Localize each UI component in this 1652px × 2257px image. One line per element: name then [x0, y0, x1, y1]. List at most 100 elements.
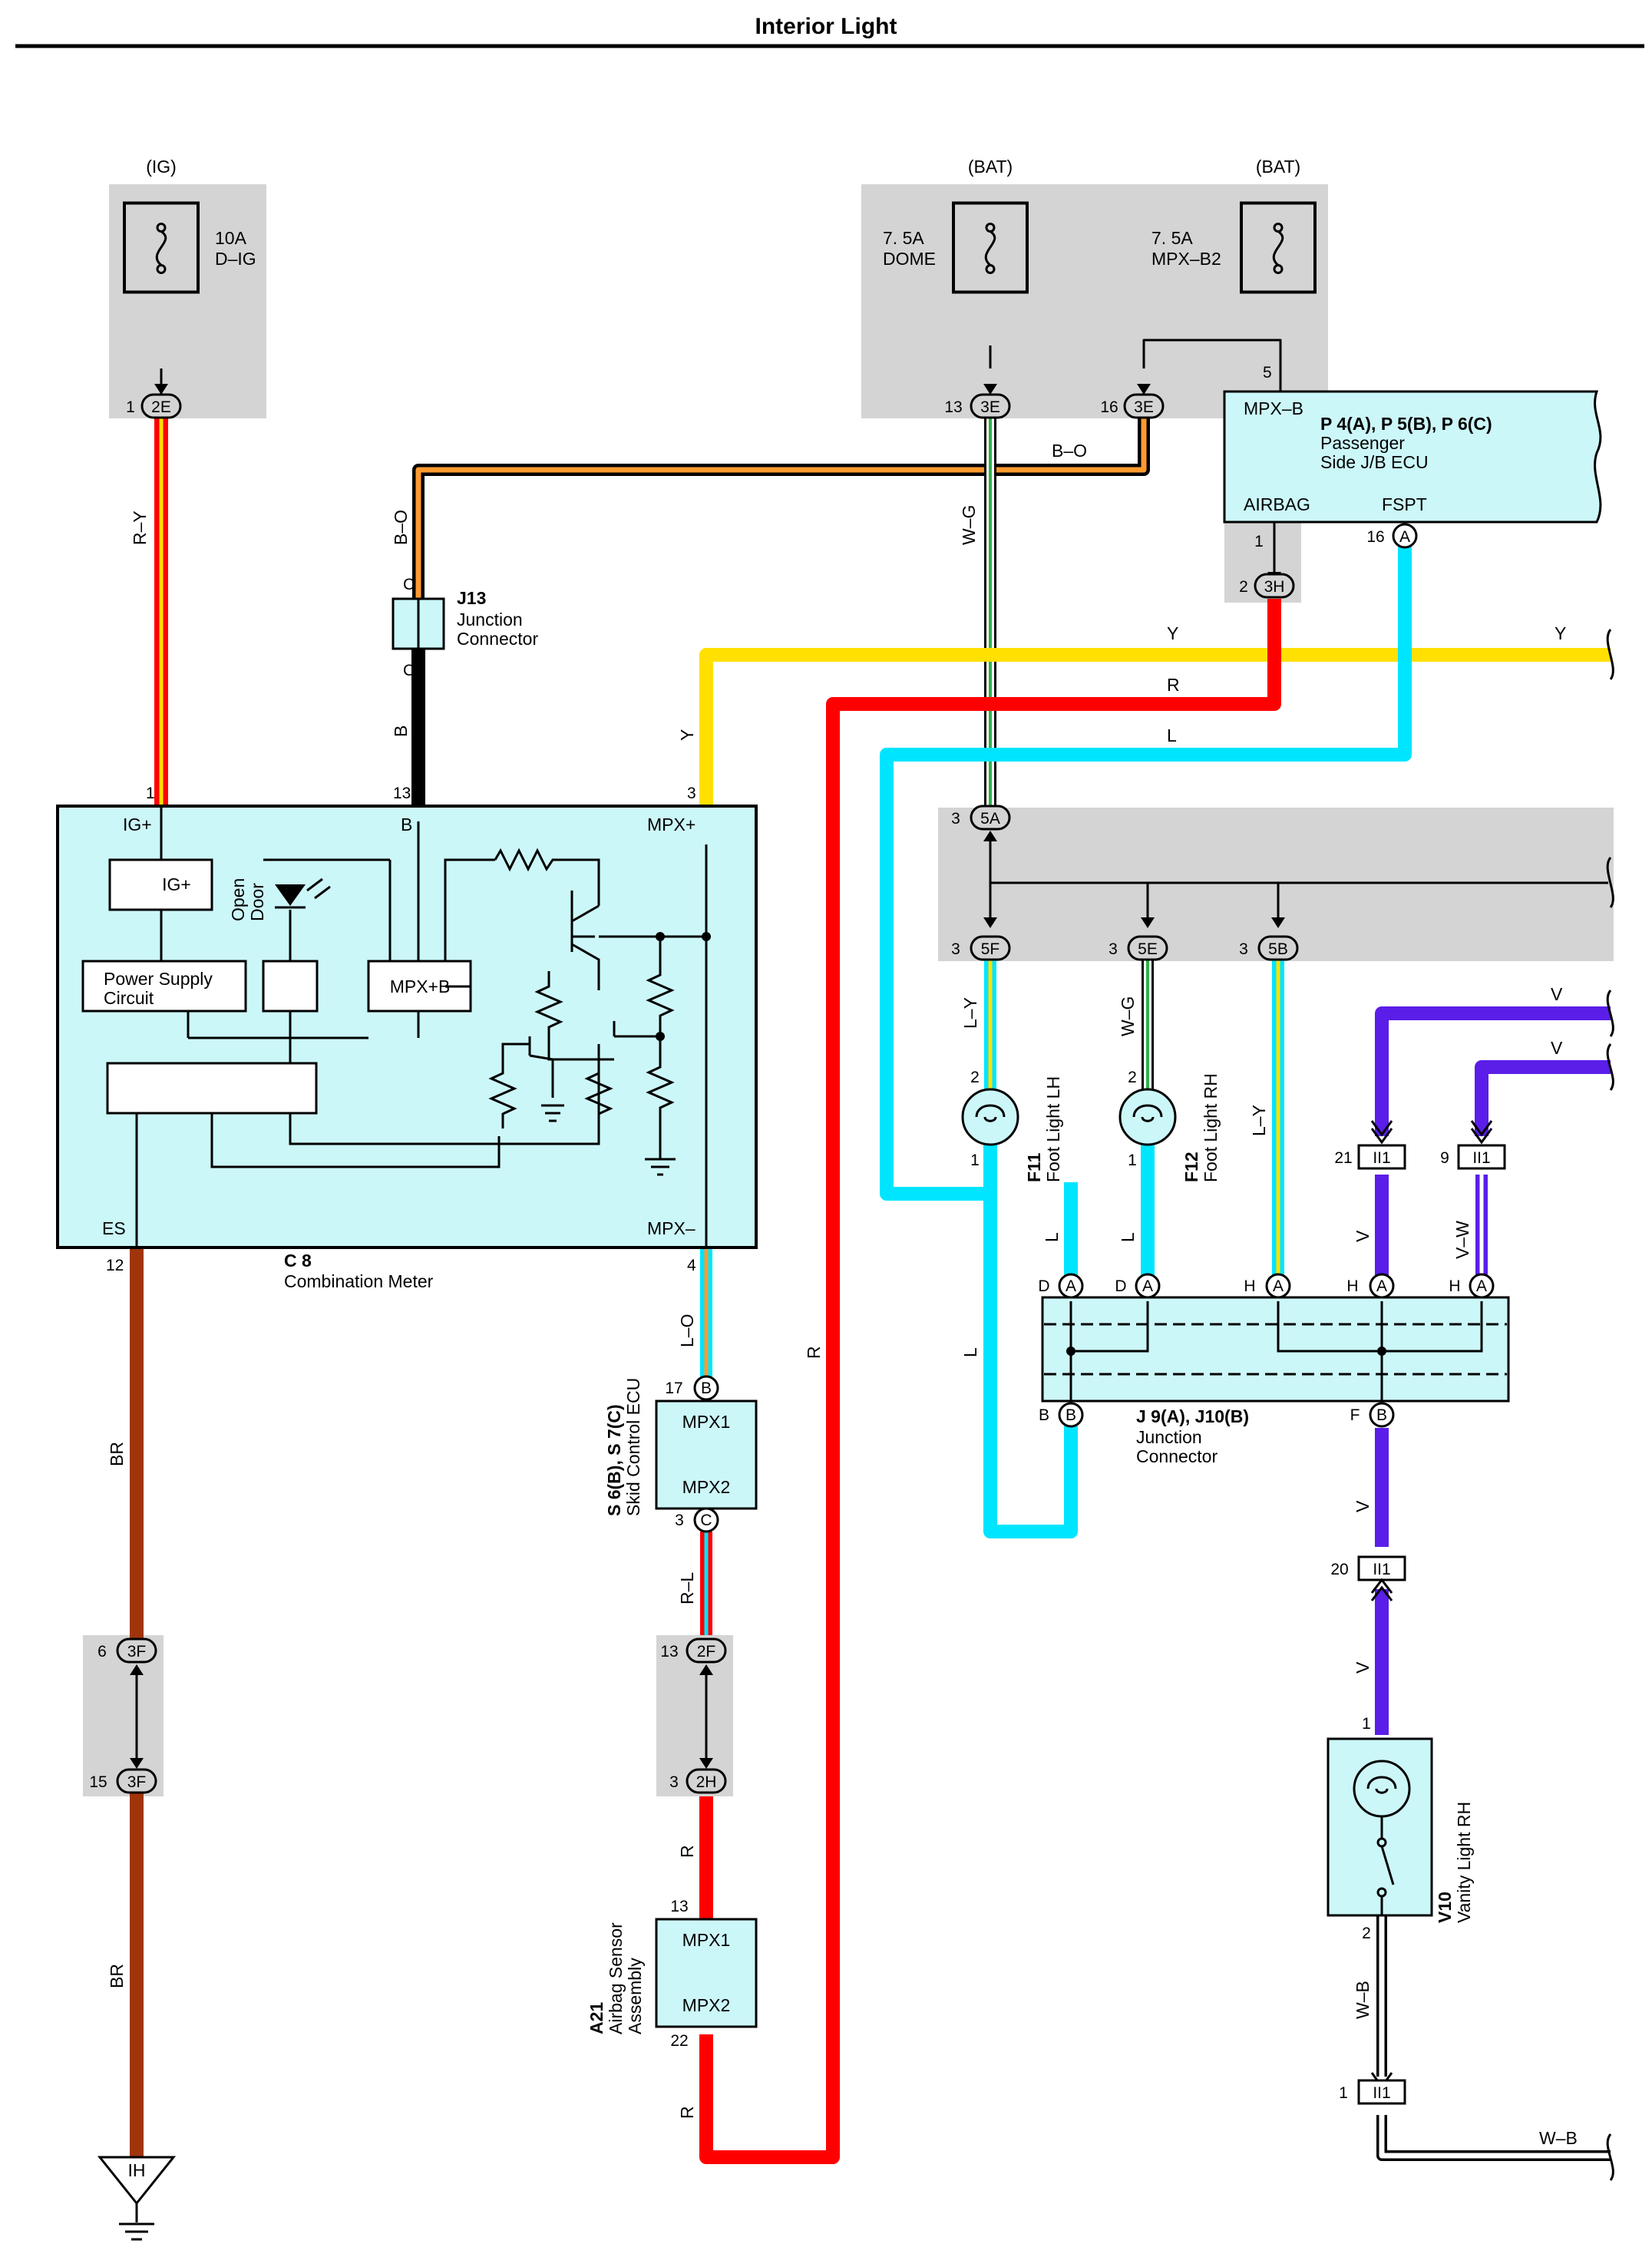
svg-text:V: V	[1551, 984, 1563, 1004]
svg-text:Circuit: Circuit	[104, 988, 154, 1008]
fuse-d-ig: (IG) 10A D–IG	[124, 157, 256, 292]
svg-text:2: 2	[970, 1069, 980, 1086]
svg-text:L: L	[1042, 1232, 1062, 1242]
j9-top-pin-0: A D	[1038, 1273, 1084, 1299]
svg-text:17: 17	[665, 1380, 682, 1397]
j9-top-pin-4: A H	[1449, 1273, 1495, 1299]
svg-text:B: B	[1066, 1406, 1076, 1424]
svg-text:21: 21	[1334, 1149, 1352, 1167]
svg-text:IH: IH	[128, 2160, 146, 2180]
svg-text:5: 5	[1263, 364, 1272, 382]
fuse-name: DOME	[883, 249, 936, 269]
connector-5b: 5B 3	[1239, 917, 1299, 961]
connector-ii1-20: II1 20	[1330, 1555, 1406, 1601]
svg-text:Connector: Connector	[457, 629, 538, 649]
svg-text:3: 3	[1239, 940, 1248, 958]
svg-text:L: L	[1118, 1232, 1138, 1242]
j9-top-pin-2: A H	[1244, 1273, 1291, 1299]
svg-text:W–G: W–G	[959, 505, 979, 545]
svg-text:MPX1: MPX1	[682, 1930, 731, 1950]
svg-text:3: 3	[669, 1773, 679, 1791]
svg-text:22: 22	[670, 2032, 688, 2050]
wire-continuations	[1606, 629, 1614, 2181]
j9-top-pin-3: A H	[1346, 1273, 1395, 1299]
conn-3f-area	[83, 1635, 164, 1796]
svg-text:4: 4	[687, 1257, 696, 1274]
svg-text:Door: Door	[247, 883, 267, 921]
svg-text:3: 3	[1108, 940, 1118, 958]
svg-text:12: 12	[106, 1257, 124, 1274]
connector-3h: 3H 2 1	[1239, 522, 1295, 599]
svg-text:P 4(A), P 5(B), P 6(C): P 4(A), P 5(B), P 6(C)	[1320, 414, 1492, 434]
airbag-sensor-assembly: 13 22 MPX1 MPX2 A21 Airbag Sensor Assemb…	[586, 1898, 758, 2050]
svg-text:1: 1	[126, 398, 135, 416]
svg-text:16: 16	[1366, 528, 1384, 546]
svg-text:R: R	[677, 2106, 697, 2119]
svg-text:W–G: W–G	[1118, 996, 1138, 1036]
svg-text:A: A	[1142, 1277, 1153, 1295]
svg-text:IG+: IG+	[162, 874, 191, 894]
svg-text:Y: Y	[1167, 623, 1178, 643]
svg-text:C 8: C 8	[284, 1251, 312, 1271]
svg-text:V: V	[1353, 1230, 1373, 1242]
connector-3e-13: 3E 13	[944, 384, 1011, 419]
svg-text:W–B: W–B	[1353, 1981, 1373, 2019]
j9-top-pin-1: A D	[1115, 1273, 1161, 1299]
connector-ii1-9: II1 9	[1440, 1120, 1506, 1170]
svg-text:V: V	[1353, 1500, 1373, 1512]
svg-text:3: 3	[675, 1512, 684, 1529]
svg-text:F11: F11	[1024, 1152, 1044, 1182]
svg-text:MPX+: MPX+	[647, 815, 695, 834]
j9-bottom-pin-0: B B	[1039, 1402, 1084, 1428]
svg-text:3: 3	[951, 940, 960, 958]
connector-ii1-1: II1 1	[1339, 2072, 1406, 2105]
svg-text:2E: 2E	[151, 398, 171, 416]
svg-text:IG+: IG+	[123, 815, 152, 834]
connectors: 2E 1 3E 13 3E 16 3H 2 1 A	[89, 384, 1418, 1794]
svg-text:Passenger: Passenger	[1320, 433, 1405, 453]
svg-text:R–L: R–L	[677, 1572, 697, 1604]
svg-text:6: 6	[97, 1643, 107, 1661]
connector-fspt-a: A 16	[1366, 523, 1418, 549]
ig-fuse-area	[109, 184, 266, 418]
svg-text:3: 3	[687, 785, 696, 802]
svg-text:II1: II1	[1373, 2084, 1390, 2102]
svg-text:13: 13	[660, 1643, 678, 1661]
svg-text:V10: V10	[1435, 1892, 1455, 1923]
svg-text:1: 1	[1362, 1715, 1371, 1733]
svg-text:AIRBAG: AIRBAG	[1244, 494, 1310, 514]
svg-text:15: 15	[89, 1773, 107, 1791]
svg-text:Y: Y	[677, 729, 697, 741]
svg-text:Power Supply: Power Supply	[104, 969, 213, 989]
fuse-source-label: (IG)	[146, 157, 177, 177]
svg-text:BR: BR	[107, 1442, 127, 1466]
svg-text:V: V	[1353, 1661, 1373, 1674]
svg-text:H: H	[1346, 1277, 1358, 1295]
svg-text:5A: 5A	[980, 810, 1000, 828]
wire-l-loop	[983, 1182, 1078, 1538]
svg-text:J 9(A), J10(B): J 9(A), J10(B)	[1136, 1406, 1249, 1426]
svg-text:1: 1	[1254, 533, 1264, 550]
svg-text:9: 9	[1440, 1149, 1449, 1167]
svg-text:FSPT: FSPT	[1382, 494, 1427, 514]
svg-text:A: A	[1376, 1277, 1387, 1295]
fuse-mpx-b2: (BAT) 7. 5A MPX–B2	[1151, 157, 1315, 292]
svg-text:V: V	[1551, 1038, 1563, 1058]
wires	[130, 339, 1611, 2164]
svg-text:MPX2: MPX2	[682, 1477, 731, 1497]
fuse-name: MPX–B2	[1151, 249, 1221, 269]
svg-text:F12: F12	[1181, 1152, 1201, 1182]
svg-text:Y: Y	[1555, 623, 1566, 643]
svg-text:Side J/B ECU: Side J/B ECU	[1320, 452, 1429, 472]
wire-labels: R–Y B–O B–O B W–G Y Y Y R L R L–O R–L R …	[107, 441, 1578, 2148]
svg-text:D: D	[1115, 1277, 1126, 1295]
wire-v-top1	[1375, 1006, 1611, 1136]
svg-text:1: 1	[1339, 2084, 1348, 2102]
j13-junction-connector: C C J13 Junction Connector	[392, 576, 538, 679]
svg-text:Vanity Light RH: Vanity Light RH	[1454, 1802, 1474, 1923]
svg-text:C: C	[403, 662, 415, 679]
svg-text:L: L	[1167, 725, 1177, 745]
svg-text:C: C	[403, 576, 415, 593]
svg-text:Skid Control ECU: Skid Control ECU	[623, 1378, 643, 1516]
